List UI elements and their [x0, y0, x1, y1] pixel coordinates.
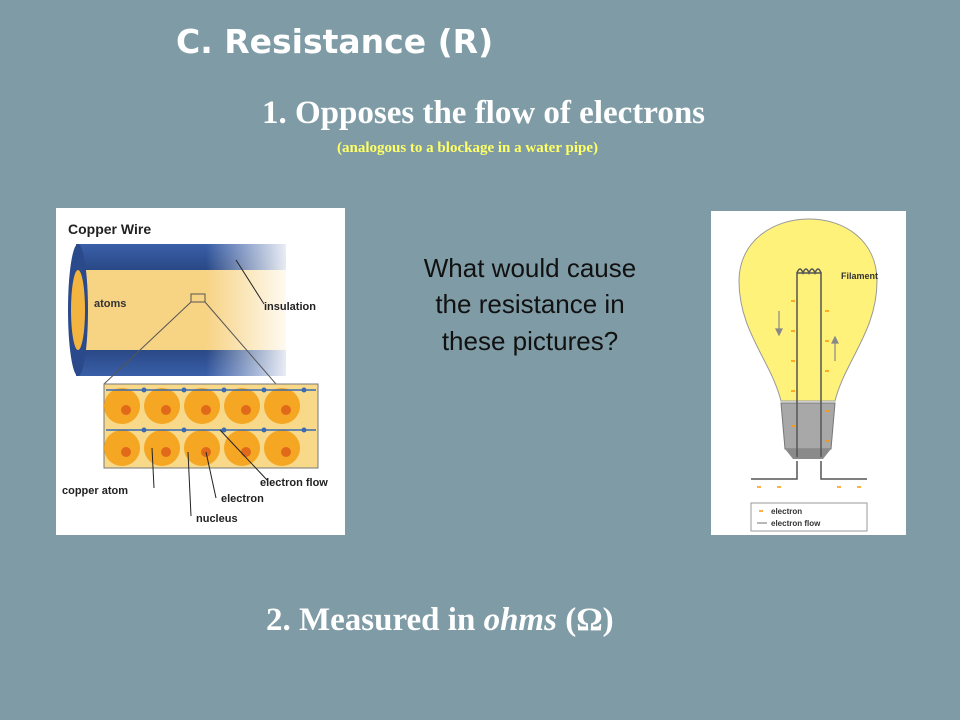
- atoms-label: atoms: [94, 298, 126, 310]
- slide-title: C. Resistance (R): [176, 22, 494, 61]
- point-2-unit: ohms: [483, 602, 557, 638]
- point-2-heading: 2. Measured in ohms (Ω): [266, 602, 614, 639]
- copper-atom-label: copper atom: [62, 485, 128, 497]
- ohm-symbol: Ω: [576, 602, 603, 638]
- electron-label: electron: [221, 493, 264, 505]
- question-text: What would cause the resistance in these…: [423, 253, 637, 356]
- bulb-glass: [738, 218, 878, 402]
- filament-label: Filament: [841, 271, 878, 281]
- electron-flow-label: electron flow: [260, 477, 328, 489]
- point-2-prefix: 2. Measured in: [266, 602, 484, 638]
- copper-atoms: [104, 388, 300, 466]
- light-bulb-diagram: Filament electron electron flow: [711, 211, 906, 535]
- legend-electron-flow: electron flow: [771, 519, 821, 528]
- bulb-base: [780, 402, 836, 450]
- point-1-note: (analogous to a blockage in a water pipe…: [337, 140, 598, 156]
- copper-wire-diagram: Copper Wire atoms insulation: [56, 208, 345, 535]
- filament-coil: [796, 268, 822, 276]
- legend-electron: electron: [771, 507, 802, 516]
- bulb-legend: [750, 502, 868, 532]
- insulation-label: insulation: [264, 301, 316, 313]
- point-1-heading: 1. Opposes the flow of electrons: [262, 95, 706, 131]
- wire-title: Copper Wire: [68, 221, 151, 237]
- point-2-paren-open: (: [556, 602, 577, 638]
- point-2-paren-close: ): [602, 602, 614, 638]
- nucleus-label: nucleus: [196, 513, 238, 525]
